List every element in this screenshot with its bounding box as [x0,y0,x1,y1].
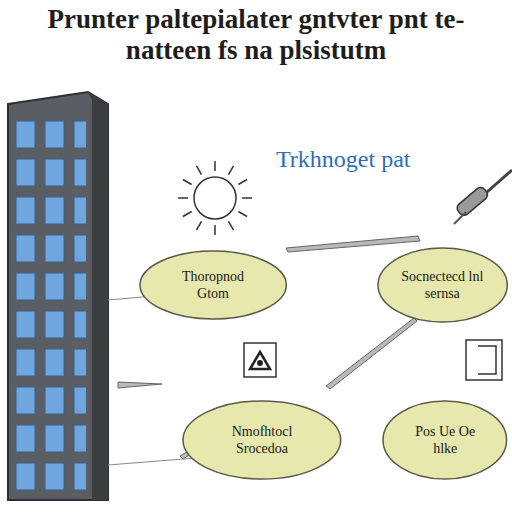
sun-ray [197,221,202,230]
sun-ray [214,161,216,171]
ellipse-shape [183,401,341,479]
screwdriver-icon [454,170,512,224]
ellipse-outline [382,400,508,480]
node-text: Nmofhtocl Srocedoa [210,423,314,457]
sun-ray [238,180,247,185]
sun-ray [229,221,234,230]
sun-ray [238,212,247,217]
ellipse-shape [378,248,507,322]
sun-ray [183,212,192,217]
ellipse-node: Pos Ue Oe hlke [382,400,508,480]
sun-ray [183,180,192,185]
ellipse-shape [140,251,286,319]
diagram-title: Prunter paltepialater gntvter pnt te-nat… [6,4,506,66]
sun-icon [194,177,236,219]
ellipse-shape [383,401,507,479]
sun-ray [197,166,202,175]
node-text: Thoropnod Gtom [165,268,261,302]
ellipse-outline [182,400,342,480]
ellipse-outline [139,250,287,320]
ellipse-outline [377,247,508,323]
sun-ray [178,197,188,199]
sun-rays [178,161,252,235]
ellipse-node: Socnectecd lnl sernsa [377,247,508,323]
recycle-icon [244,343,276,377]
ellipse-node: Thoropnod Gtom [139,250,287,320]
building [8,92,108,500]
node-text: Socnectecd lnl sernsa [400,268,484,302]
sun-ray [214,225,216,235]
ellipse-node: Nmofhtocl Srocedoa [182,400,342,480]
node-text: Pos Ue Oe hlke [405,423,485,457]
container-icon [466,340,502,380]
label-text: Trkhnoget pat [276,146,410,173]
sun-ray [229,166,234,175]
sun-ray [242,197,252,199]
pointer-lines [108,236,420,465]
